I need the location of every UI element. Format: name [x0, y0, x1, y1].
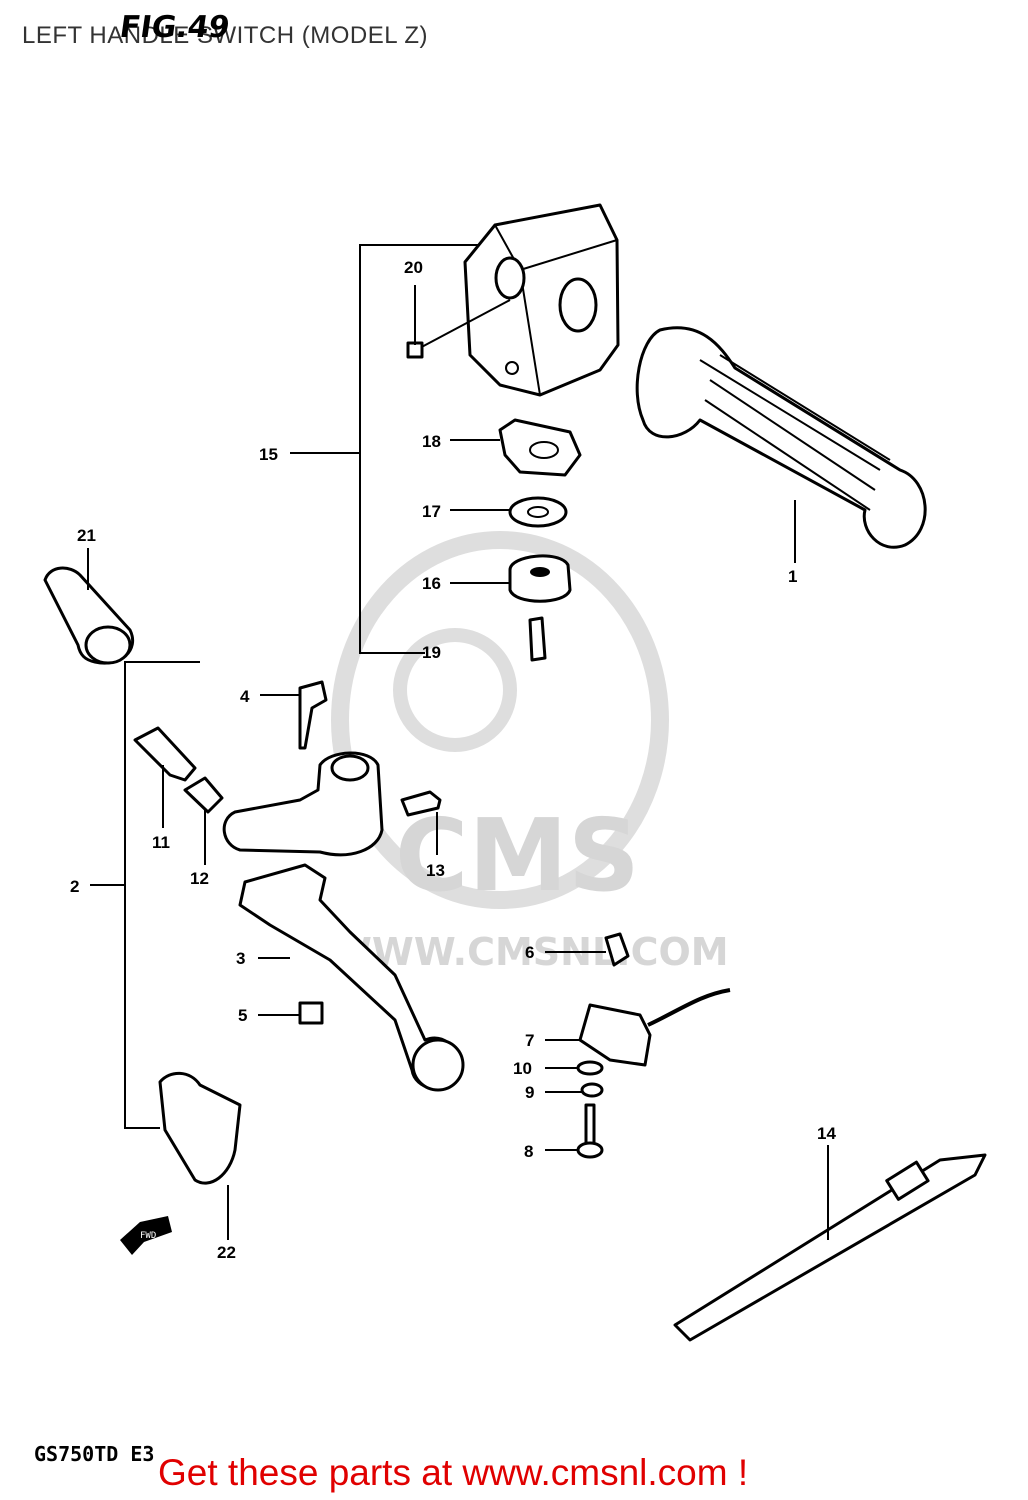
bolt-4 [298, 680, 328, 750]
fwd-label: FWD [140, 1231, 156, 1241]
part-6 [604, 932, 630, 967]
adjuster-11-12 [133, 726, 224, 814]
callout-15: 15 [259, 445, 278, 464]
callout-2: 2 [70, 877, 79, 896]
callout-19: 19 [422, 643, 441, 662]
bracket-2 [90, 661, 200, 1129]
handle-grip [635, 326, 927, 549]
switch-parts-stack [498, 418, 582, 662]
switch-housing [463, 203, 620, 397]
callout-10: 10 [513, 1059, 532, 1078]
cms-watermark: CMS WWW.CMSNL.COM [330, 531, 729, 974]
bracket-15 [290, 244, 480, 654]
callout-18: 18 [422, 432, 441, 451]
callout-labels: 1 2 3 4 5 6 7 8 9 10 11 12 13 14 15 16 1… [70, 258, 836, 1262]
model-code: GS750TD E3 [34, 1442, 155, 1466]
promo-link[interactable]: Get these parts at www.cmsnl.com ! [158, 1452, 749, 1493]
watermark-brand: CMS [395, 797, 640, 914]
callout-8: 8 [524, 1142, 533, 1161]
callout-3: 3 [236, 949, 245, 968]
page-title: LEFT HANDLE SWITCH (MODEL Z) [22, 22, 429, 49]
callout-9: 9 [525, 1083, 534, 1102]
screw-20 [406, 299, 511, 359]
leader-lines [87, 285, 829, 1240]
callout-7: 7 [525, 1031, 534, 1050]
lever-assembly [222, 751, 465, 1092]
callout-4: 4 [240, 687, 250, 706]
cable-band-14 [673, 1153, 987, 1342]
callout-14: 14 [817, 1124, 836, 1143]
bolt-13 [400, 790, 442, 817]
callout-21: 21 [77, 526, 96, 545]
callout-22: 22 [217, 1243, 236, 1262]
fwd-arrow-icon: FWD [120, 1216, 172, 1255]
callout-12: 12 [190, 869, 209, 888]
callout-6: 6 [525, 943, 534, 962]
callout-17: 17 [422, 502, 441, 521]
rubber-cap-21 [43, 566, 134, 665]
callout-11: 11 [152, 833, 170, 852]
lever-boot-22 [158, 1071, 242, 1185]
callout-16: 16 [422, 574, 441, 593]
callout-1: 1 [788, 567, 797, 586]
callout-13: 13 [426, 861, 445, 880]
callout-20: 20 [404, 258, 423, 277]
nut-5 [298, 1001, 324, 1025]
watermark-url: WWW.CMSNL.COM [330, 930, 729, 974]
callout-5: 5 [238, 1006, 247, 1025]
clutch-switch-7 [576, 988, 731, 1159]
